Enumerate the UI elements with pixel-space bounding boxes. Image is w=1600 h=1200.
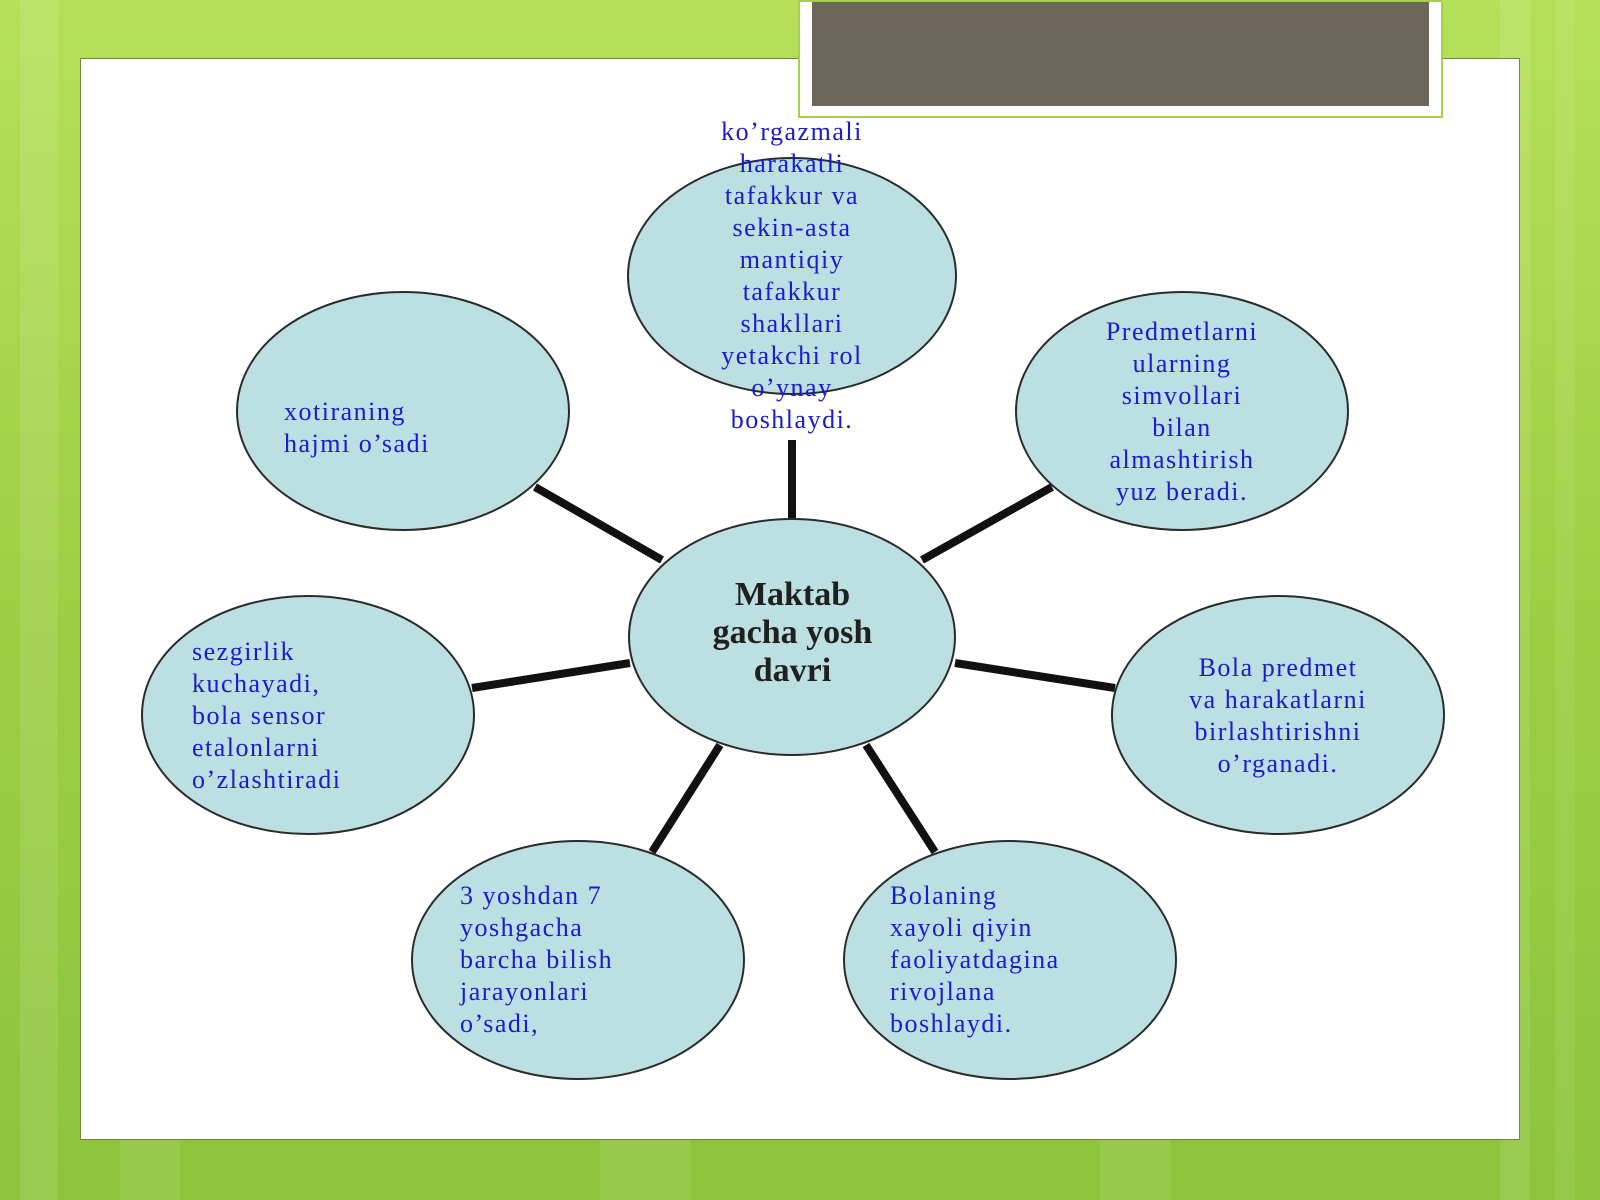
connector-left: [471, 659, 631, 692]
node-label-bottom-right: Bolaning xayoli qiyin faoliyatdagina riv…: [890, 881, 1060, 1038]
connector-right: [954, 659, 1116, 692]
node-right: [1111, 595, 1445, 835]
center-node-label: Maktab gacha yosh davri: [712, 576, 873, 689]
title-placeholder-frame: [798, 0, 1443, 118]
node-left: [141, 595, 475, 835]
connector-upper-left: [533, 483, 664, 564]
node-label-right: Bola predmet va harakatlarni birlashtiri…: [1189, 653, 1367, 778]
node-upper-right: [1015, 291, 1349, 531]
connector-bottom-right: [862, 742, 939, 855]
node-upper-left: [236, 291, 570, 531]
node-bottom-left: [411, 840, 745, 1080]
node-label-bottom-left: 3 yoshdan 7 yoshgacha barcha bilish jara…: [460, 881, 614, 1038]
connector-upper-right: [920, 483, 1054, 564]
node-bottom-right: [843, 840, 1177, 1080]
node-label-top: ko’rgazmali harakatli tafakkur va sekin-…: [721, 117, 863, 434]
node-label-upper-right: Predmetlarni ularning simvollari bilan a…: [1105, 317, 1259, 506]
node-label-left: sezgirlik kuchayadi, bola sensor etalonl…: [192, 637, 342, 794]
node-label-upper-left: xotiraning hajmi o’sadi: [284, 397, 430, 458]
title-placeholder-block: [812, 2, 1429, 106]
node-center: [628, 518, 956, 756]
node-top: [627, 157, 957, 395]
connector-bottom-left: [648, 742, 724, 855]
